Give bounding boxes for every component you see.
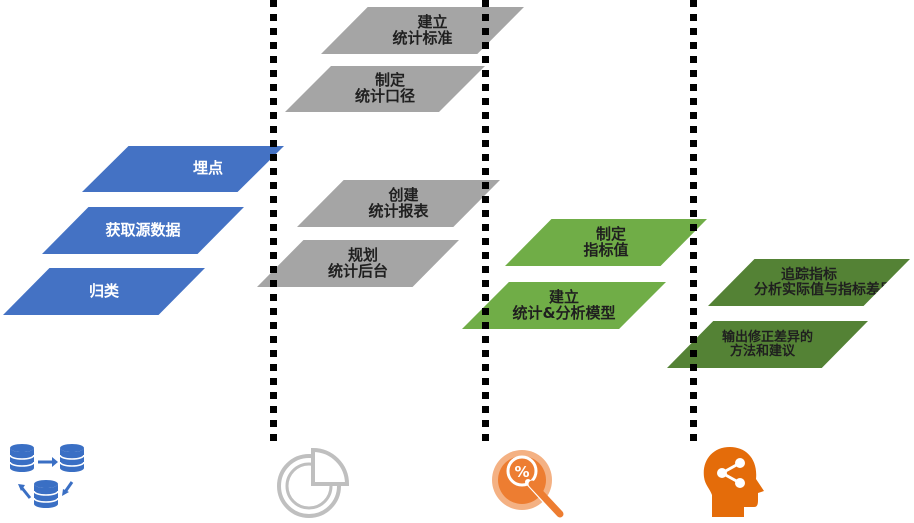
step-label-line1: 创建	[388, 185, 419, 204]
step-label-line2: 统计后台	[327, 261, 388, 280]
step-plan-backend: 规划统计后台	[257, 240, 459, 287]
step-label-line1: 制定	[595, 224, 626, 243]
step-get-source-data: 获取源数据	[42, 207, 244, 254]
step-label: 归类	[88, 281, 119, 300]
percent-magnifier-icon: %	[492, 450, 564, 518]
step-label: 埋点	[192, 159, 223, 178]
step-label-line1: 输出修正差异的	[721, 329, 813, 345]
step-label-line1: 规划	[347, 245, 378, 264]
step-build-model: 建立统计&分析模型	[462, 282, 666, 329]
stage-divider-3	[690, 0, 697, 445]
step-label-line2: 统计报表	[368, 201, 429, 220]
step-output-suggestion: 输出修正差异的方法和建议	[667, 321, 868, 368]
svg-text:%: %	[514, 463, 529, 481]
step-label-line2: 方法和建议	[729, 343, 795, 359]
step-define-caliber: 制定统计口径	[285, 66, 485, 112]
database-sync-icon	[9, 443, 85, 509]
step-label-line2: 指标值	[583, 240, 629, 259]
step-set-indicator: 制定指标值	[505, 219, 707, 266]
step-label-line2: 分析实际值与指标差异	[754, 281, 894, 298]
step-label-line2: 统计&分析模型	[512, 303, 616, 322]
step-create-report: 创建统计报表	[297, 180, 500, 227]
step-bury-point: 埋点	[82, 146, 284, 192]
step-track-indicator: 追踪指标分析实际值与指标差异	[708, 259, 910, 306]
step-label-line2: 统计标准	[392, 28, 453, 47]
step-label-line2: 统计口径	[354, 87, 415, 105]
step-classify: 归类	[3, 268, 205, 315]
step-build-standard: 建立统计标准	[321, 7, 524, 54]
head-network-icon	[703, 447, 764, 517]
step-label: 获取源数据	[105, 220, 181, 239]
step-label-line1: 建立	[548, 287, 579, 306]
step-label-line1: 制定	[374, 71, 405, 90]
step-label-line1: 追踪指标	[781, 266, 837, 283]
stage-divider-2	[482, 0, 489, 445]
pie-chart-icon	[277, 447, 349, 518]
stage-divider-1	[270, 0, 277, 445]
step-label-line1: 建立	[417, 12, 448, 31]
